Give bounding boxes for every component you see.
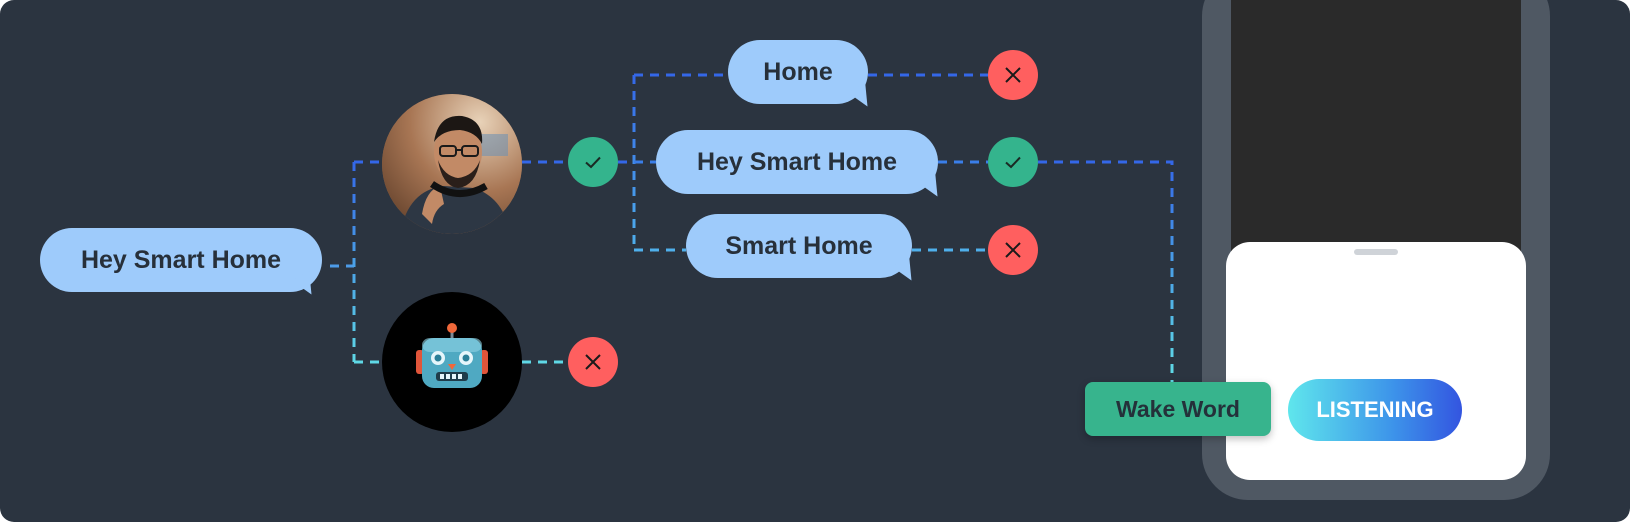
candidate-bubble-home: Home xyxy=(728,40,877,112)
candidate-text: Hey Smart Home xyxy=(696,148,898,176)
listening-status-label: LISTENING xyxy=(1316,397,1434,422)
hey-smart-home-accepted-badge xyxy=(988,137,1038,187)
candidate-text: Smart Home xyxy=(725,232,873,260)
check-icon xyxy=(1005,156,1021,169)
home-rejected-badge xyxy=(988,50,1038,100)
check-icon xyxy=(585,156,601,169)
bottom-sheet xyxy=(1226,242,1526,480)
candidate-bubble-smart-home: Smart Home xyxy=(686,214,921,286)
cross-icon xyxy=(1005,67,1021,83)
wake-word-tag: Wake Word xyxy=(1085,382,1271,436)
person-photo xyxy=(382,94,522,234)
wake-word-label: Wake Word xyxy=(1116,396,1240,422)
human-speaker-avatar xyxy=(382,94,522,234)
candidate-bubble-hey-smart-home: Hey Smart Home xyxy=(656,130,947,202)
robot-icon xyxy=(416,323,488,388)
smart-home-rejected-badge xyxy=(988,225,1038,275)
sheet-handle[interactable] xyxy=(1354,249,1398,255)
input-phrase-text: Hey Smart Home xyxy=(80,246,282,274)
robot-speaker-avatar xyxy=(382,292,522,432)
input-phrase-bubble: Hey Smart Home xyxy=(40,228,322,300)
candidate-text: Home xyxy=(763,58,833,86)
human-speaker-accepted-badge xyxy=(568,137,618,187)
cross-icon xyxy=(1005,242,1021,258)
phone-screen xyxy=(1231,0,1521,260)
robot-speaker-rejected-badge xyxy=(568,337,618,387)
cross-icon xyxy=(585,354,601,370)
listening-status-pill[interactable]: LISTENING xyxy=(1288,379,1462,441)
